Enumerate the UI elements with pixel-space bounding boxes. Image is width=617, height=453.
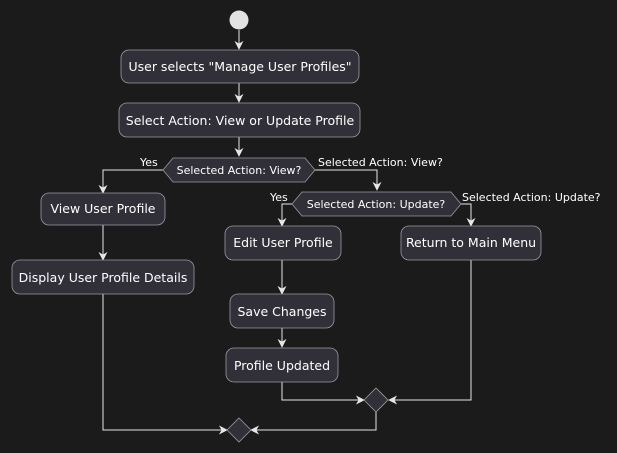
decision-update: Selected Action: Update? [291, 191, 462, 217]
edges [98, 30, 476, 435]
edge-update-no [461, 203, 476, 227]
action-manage-profiles-label: User selects "Manage User Profiles" [128, 59, 351, 74]
merge-update-diamond [363, 387, 389, 413]
edge-updated-to-merge [281, 382, 365, 405]
edge-display-to-merge [102, 294, 228, 435]
action-profile-updated: Profile Updated [225, 347, 339, 383]
action-edit-profile: Edit User Profile [224, 225, 342, 261]
action-view-profile: View User Profile [40, 192, 166, 226]
action-save-changes: Save Changes [229, 293, 335, 329]
action-display-details-label: Display User Profile Details [19, 270, 188, 285]
branch-label-update-no: Selected Action: Update? [462, 191, 601, 204]
decision-view-label: Selected Action: View? [177, 164, 302, 177]
edge-inner-merge-to-final [250, 412, 377, 435]
action-edit-profile-label: Edit User Profile [233, 235, 333, 250]
decision-update-label: Selected Action: Update? [307, 198, 446, 211]
branch-label-update-yes: Yes [269, 191, 288, 204]
decision-view: Selected Action: View? [162, 157, 316, 183]
branch-label-view-no: Selected Action: View? [318, 156, 443, 169]
branch-label-view-yes: Yes [139, 156, 158, 169]
start-node [229, 10, 249, 30]
edge-view-yes [98, 169, 163, 194]
merge-final-diamond [226, 417, 252, 443]
edge-view-no [315, 169, 382, 191]
action-select-action: Select Action: View or Update Profile [118, 102, 361, 138]
action-display-details: Display User Profile Details [11, 259, 195, 295]
action-return-main-label: Return to Main Menu [406, 235, 536, 250]
action-return-main: Return to Main Menu [400, 225, 542, 261]
action-save-changes-label: Save Changes [237, 304, 326, 319]
action-manage-profiles: User selects "Manage User Profiles" [120, 49, 360, 84]
action-view-profile-label: View User Profile [51, 201, 156, 216]
edge-return-to-merge [388, 260, 472, 405]
action-select-action-label: Select Action: View or Update Profile [126, 113, 355, 128]
action-profile-updated-label: Profile Updated [234, 358, 330, 373]
edge-update-yes [277, 203, 292, 227]
